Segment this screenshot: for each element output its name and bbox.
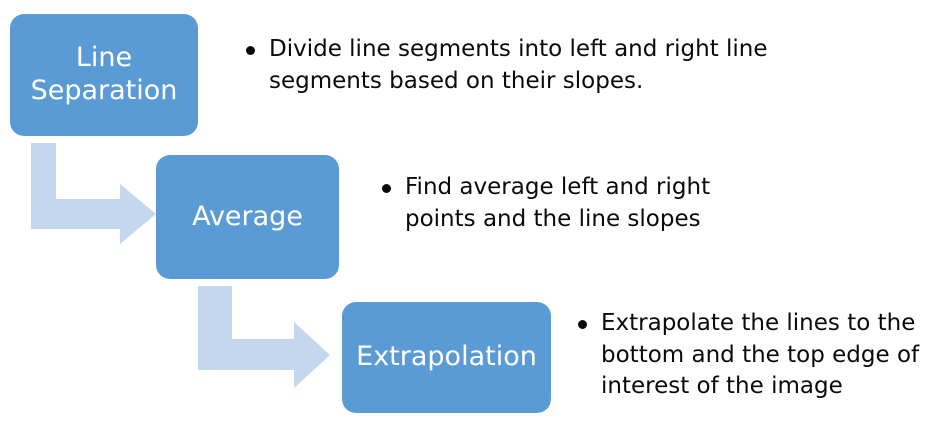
bullet-text-extrapolation: Extrapolate the lines to the bottom and … [601, 310, 920, 400]
step-label-line-separation: Line Separation [30, 42, 178, 106]
bullet-text-line-separation: Divide line segments into left and right… [269, 36, 768, 94]
bullet-text-average: Find average left and right points and t… [405, 174, 711, 232]
step-box-line-separation: Line Separation [10, 14, 198, 136]
bullet-dot-icon [246, 46, 255, 55]
step-box-average: Average [156, 155, 339, 279]
bent-arrow-2 [198, 286, 330, 388]
bullet-extrapolation: Extrapolate the lines to the bottom and … [578, 308, 934, 403]
bullet-line-separation: Divide line segments into left and right… [246, 34, 806, 97]
bullet-average: Find average left and right points and t… [382, 172, 762, 235]
step-label-average: Average [192, 200, 303, 232]
bullet-dot-icon [578, 320, 587, 329]
step-label-extrapolation: Extrapolation [356, 341, 537, 373]
bullet-dot-icon [382, 184, 391, 193]
bent-arrow-1 [31, 143, 156, 244]
step-box-extrapolation: Extrapolation [342, 302, 551, 413]
